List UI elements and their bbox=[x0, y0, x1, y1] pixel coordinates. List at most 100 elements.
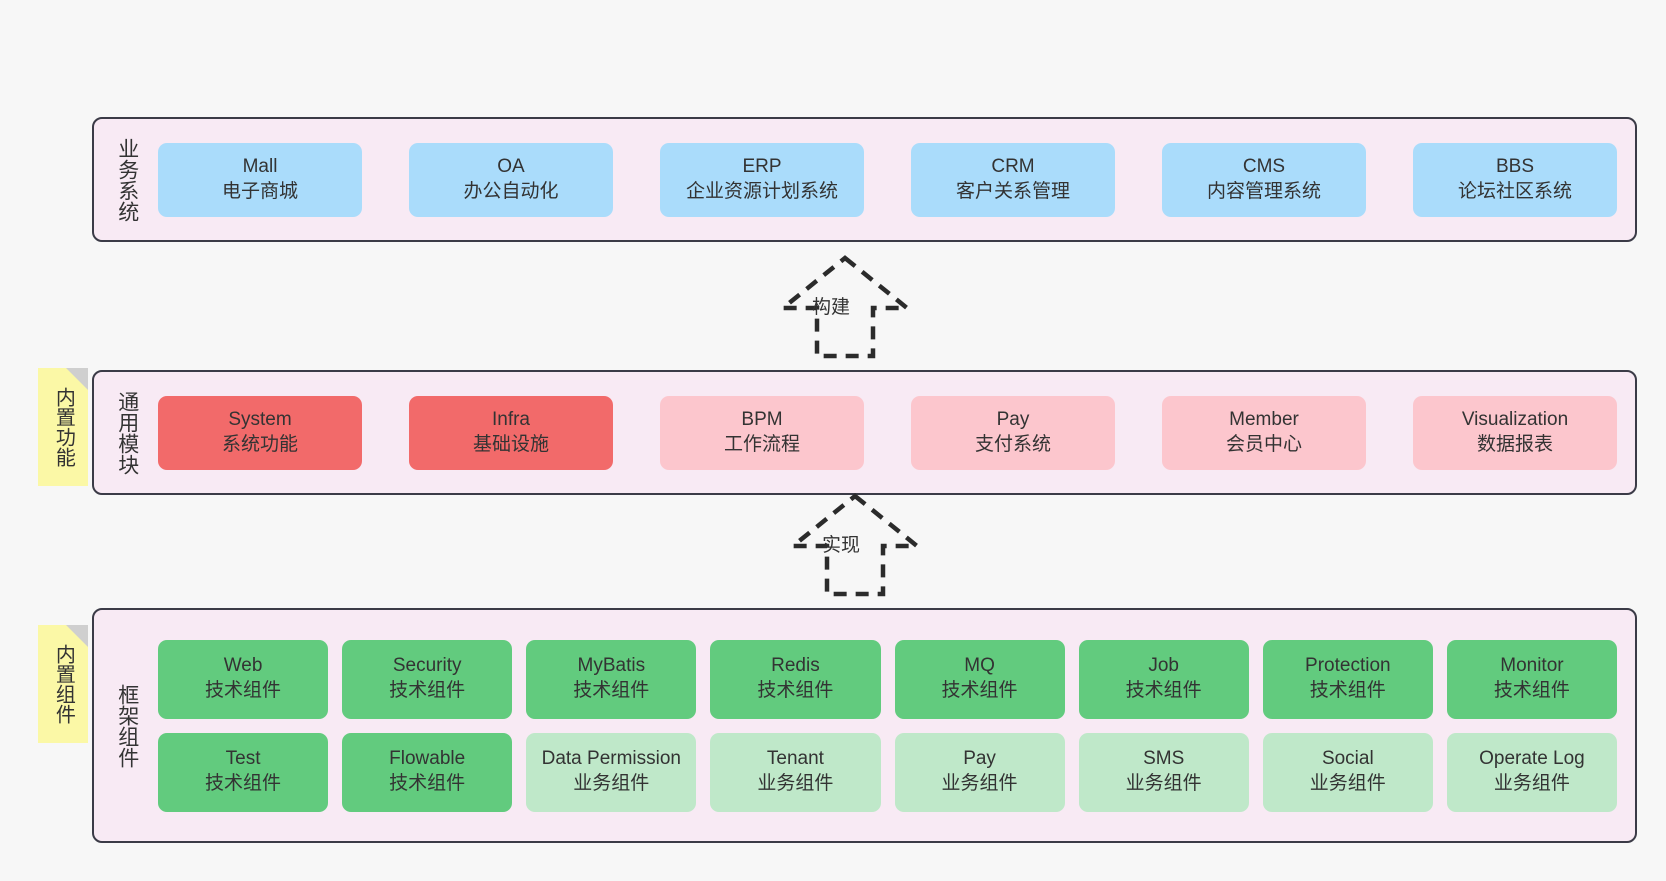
card-data-permission[interactable]: Data Permission 业务组件 bbox=[526, 732, 697, 812]
card-crm[interactable]: CRM 客户关系管理 bbox=[911, 142, 1115, 217]
card-mall-desc: 电子商城 bbox=[221, 180, 298, 202]
card-mybatis[interactable]: MyBatis 技术组件 bbox=[526, 639, 697, 719]
card-member[interactable]: Member 会员中心 bbox=[1162, 395, 1366, 470]
card-protection-desc: 技术组件 bbox=[1309, 680, 1386, 701]
card-sms-desc: 业务组件 bbox=[1125, 773, 1202, 794]
card-mq[interactable]: MQ 技术组件 bbox=[894, 639, 1065, 719]
layer-common-cards: System 系统功能 Infra 基础设施 BPM 工作流程 Pay 支付系统… bbox=[144, 372, 1635, 493]
dashed-hollow-arrow-up-icon bbox=[786, 493, 924, 597]
card-redis-desc: 技术组件 bbox=[757, 680, 834, 701]
layer-business-title: 业务系统 bbox=[115, 137, 139, 222]
card-cms[interactable]: CMS 内容管理系统 bbox=[1162, 142, 1366, 217]
card-data-permission-desc: 业务组件 bbox=[573, 773, 650, 794]
card-social-name: Social bbox=[1321, 748, 1374, 770]
card-bbs-name: BBS bbox=[1495, 155, 1535, 177]
card-erp-desc: 企业资源计划系统 bbox=[685, 180, 838, 202]
card-mybatis-name: MyBatis bbox=[577, 655, 646, 677]
card-cms-desc: 内容管理系统 bbox=[1206, 180, 1321, 202]
note-builtin-component-label: 内置组件 bbox=[52, 644, 75, 724]
card-security-name: Security bbox=[392, 655, 462, 677]
layer-common-module: 通用模块 System 系统功能 Infra 基础设施 BPM 工作流程 Pay… bbox=[92, 370, 1637, 495]
card-mall[interactable]: Mall 电子商城 bbox=[158, 142, 362, 217]
framework-row-technical: Web 技术组件 Security 技术组件 MyBatis 技术组件 Redi… bbox=[158, 639, 1617, 719]
note-builtin-function: 内置功能 bbox=[38, 368, 88, 486]
layer-framework-title: 框架组件 bbox=[115, 683, 139, 768]
card-monitor[interactable]: Monitor 技术组件 bbox=[1446, 639, 1617, 719]
framework-row-business: Test 技术组件 Flowable 技术组件 Data Permission … bbox=[158, 732, 1617, 812]
arrow-build: 构建 bbox=[755, 250, 935, 360]
card-bpm-desc: 工作流程 bbox=[723, 433, 800, 455]
layer-business-cards: Mall 电子商城 OA 办公自动化 ERP 企业资源计划系统 CRM 客户关系… bbox=[144, 119, 1635, 240]
card-pay-component[interactable]: Pay 业务组件 bbox=[894, 732, 1065, 812]
card-security-desc: 技术组件 bbox=[389, 680, 466, 701]
card-web-desc: 技术组件 bbox=[205, 680, 282, 701]
card-erp[interactable]: ERP 企业资源计划系统 bbox=[660, 142, 864, 217]
card-cms-name: CMS bbox=[1242, 155, 1286, 177]
card-protection-name: Protection bbox=[1305, 655, 1391, 677]
card-job-desc: 技术组件 bbox=[1125, 680, 1202, 701]
card-pay-module-name: Pay bbox=[996, 408, 1030, 430]
card-monitor-name: Monitor bbox=[1500, 655, 1564, 677]
card-oa[interactable]: OA 办公自动化 bbox=[409, 142, 613, 217]
layer-framework-component: 框架组件 Web 技术组件 Security 技术组件 MyBatis 技术组件… bbox=[92, 608, 1637, 843]
card-infra[interactable]: Infra 基础设施 bbox=[409, 395, 613, 470]
layer-business-system: 业务系统 Mall 电子商城 OA 办公自动化 ERP 企业资源计划系统 CRM… bbox=[92, 117, 1637, 242]
card-erp-name: ERP bbox=[742, 155, 782, 177]
card-web-name: Web bbox=[223, 655, 263, 677]
card-infra-name: Infra bbox=[491, 408, 531, 430]
card-monitor-desc: 技术组件 bbox=[1493, 680, 1570, 701]
layer-framework-cards: Web 技术组件 Security 技术组件 MyBatis 技术组件 Redi… bbox=[144, 610, 1635, 841]
card-test-desc: 技术组件 bbox=[205, 773, 282, 794]
card-social[interactable]: Social 业务组件 bbox=[1262, 732, 1433, 812]
card-protection[interactable]: Protection 技术组件 bbox=[1262, 639, 1433, 719]
card-pay-module-desc: 支付系统 bbox=[974, 433, 1051, 455]
card-bpm[interactable]: BPM 工作流程 bbox=[660, 395, 864, 470]
card-sms-name: SMS bbox=[1143, 748, 1185, 770]
card-system-desc: 系统功能 bbox=[221, 433, 298, 455]
card-pay-component-desc: 业务组件 bbox=[941, 773, 1018, 794]
card-tenant[interactable]: Tenant 业务组件 bbox=[710, 732, 881, 812]
card-bbs[interactable]: BBS 论坛社区系统 bbox=[1413, 142, 1617, 217]
card-flowable-name: Flowable bbox=[389, 748, 466, 770]
card-test[interactable]: Test 技术组件 bbox=[158, 732, 329, 812]
card-web[interactable]: Web 技术组件 bbox=[158, 639, 329, 719]
note-builtin-component: 内置组件 bbox=[38, 625, 88, 743]
layer-common-title: 通用模块 bbox=[115, 390, 139, 475]
card-redis[interactable]: Redis 技术组件 bbox=[710, 639, 881, 719]
card-member-desc: 会员中心 bbox=[1225, 433, 1302, 455]
card-social-desc: 业务组件 bbox=[1309, 773, 1386, 794]
card-redis-name: Redis bbox=[771, 655, 820, 677]
card-bpm-name: BPM bbox=[741, 408, 783, 430]
card-operate-log[interactable]: Operate Log 业务组件 bbox=[1446, 732, 1617, 812]
card-oa-name: OA bbox=[497, 155, 525, 177]
card-mq-desc: 技术组件 bbox=[941, 680, 1018, 701]
arrow-implement: 实现 bbox=[765, 488, 945, 598]
card-pay-component-name: Pay bbox=[963, 748, 996, 770]
card-operate-log-name: Operate Log bbox=[1479, 748, 1585, 770]
card-security[interactable]: Security 技术组件 bbox=[342, 639, 513, 719]
card-mq-name: MQ bbox=[964, 655, 995, 677]
card-visualization-desc: 数据报表 bbox=[1476, 433, 1553, 455]
card-mall-name: Mall bbox=[242, 155, 278, 177]
card-flowable-desc: 技术组件 bbox=[389, 773, 466, 794]
card-visualization[interactable]: Visualization 数据报表 bbox=[1413, 395, 1617, 470]
card-pay-module[interactable]: Pay 支付系统 bbox=[911, 395, 1115, 470]
card-operate-log-desc: 业务组件 bbox=[1493, 773, 1570, 794]
card-visualization-name: Visualization bbox=[1461, 408, 1569, 430]
card-flowable[interactable]: Flowable 技术组件 bbox=[342, 732, 513, 812]
card-crm-name: CRM bbox=[991, 155, 1035, 177]
card-tenant-name: Tenant bbox=[766, 748, 824, 770]
card-member-name: Member bbox=[1229, 408, 1299, 430]
card-system-name: System bbox=[228, 408, 292, 430]
card-infra-desc: 基础设施 bbox=[472, 433, 549, 455]
card-system[interactable]: System 系统功能 bbox=[158, 395, 362, 470]
card-mybatis-desc: 技术组件 bbox=[573, 680, 650, 701]
card-job[interactable]: Job 技术组件 bbox=[1078, 639, 1249, 719]
card-sms[interactable]: SMS 业务组件 bbox=[1078, 732, 1249, 812]
card-test-name: Test bbox=[225, 748, 261, 770]
card-oa-desc: 办公自动化 bbox=[463, 180, 559, 202]
card-crm-desc: 客户关系管理 bbox=[955, 180, 1070, 202]
arrow-build-label: 构建 bbox=[812, 297, 851, 318]
card-bbs-desc: 论坛社区系统 bbox=[1457, 180, 1572, 202]
